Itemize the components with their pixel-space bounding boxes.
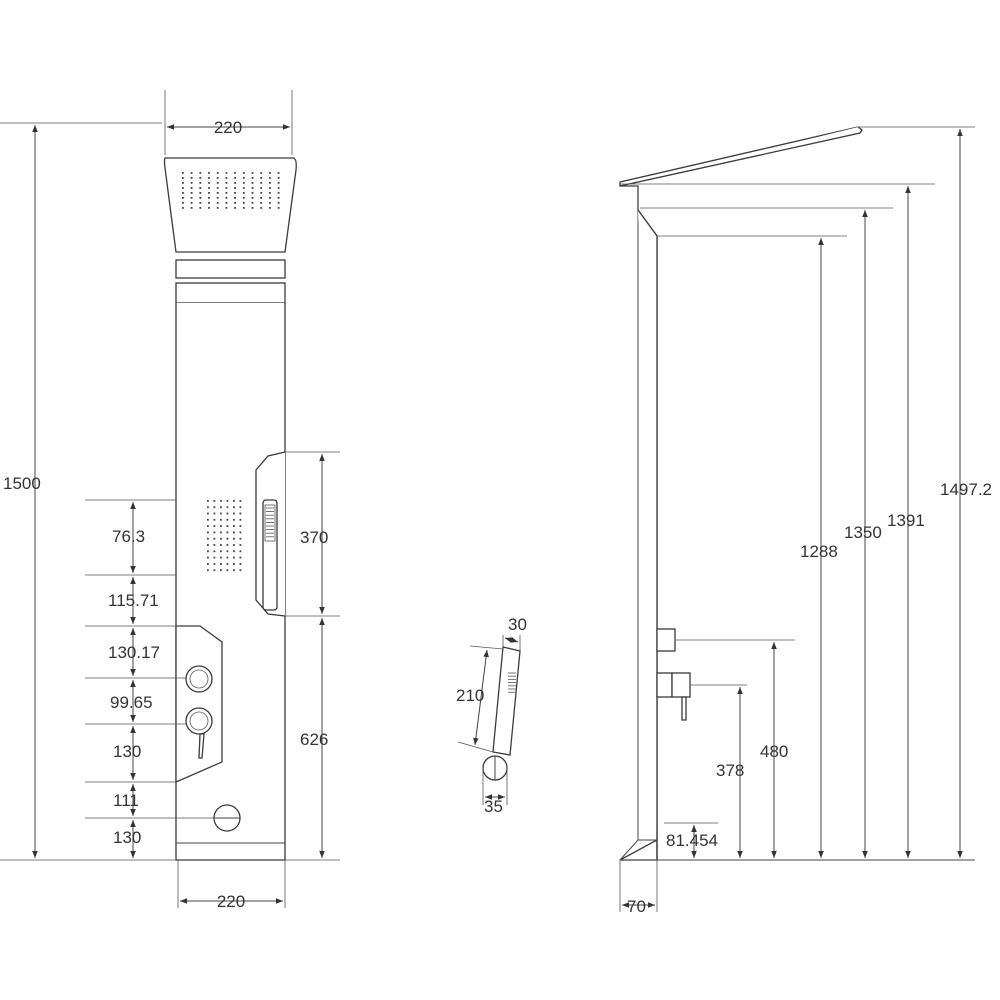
mixer-lever-side — [681, 696, 687, 721]
dim-side-81: 81.454 — [666, 831, 718, 850]
dim-stack-3: 130.17 — [108, 643, 160, 662]
hand-shower-handle — [492, 646, 521, 756]
front-view: 220 220 1500 76.3 115.71 130.17 99.65 13… — [0, 90, 340, 911]
mixer-valve — [656, 672, 673, 698]
collar-band-lower — [175, 282, 286, 304]
dim-stack-5: 130 — [113, 742, 141, 761]
dim-hand-length: 210 — [456, 686, 484, 705]
diverter-valve — [656, 628, 676, 652]
dim-top-width: 220 — [214, 118, 242, 137]
shower-head — [163, 157, 297, 253]
dim-right-lower: 626 — [300, 730, 328, 749]
dim-side-1391: 1391 — [887, 511, 925, 530]
dim-hand-base: 35 — [484, 797, 503, 816]
dim-right-upper: 370 — [300, 528, 328, 547]
dim-total-height: 1500 — [3, 474, 41, 493]
dim-bottom-width: 220 — [217, 892, 245, 911]
dim-side-1350: 1350 — [844, 523, 882, 542]
dim-stack-4: 99.65 — [110, 693, 153, 712]
shower-head-nozzles — [182, 172, 280, 209]
control-plate — [175, 625, 223, 783]
dim-stack-2: 115.71 — [108, 591, 159, 610]
side-view: 1497.2 1391 1350 1288 480 378 81.454 70 — [619, 126, 992, 916]
dim-side-1288: 1288 — [800, 542, 838, 561]
body-jet-nozzles — [207, 500, 242, 572]
dim-hand-width: 30 — [508, 615, 527, 634]
collar-band-upper — [175, 259, 286, 279]
dim-stack-1: 76.3 — [112, 527, 145, 546]
hand-shower-detail: 30 210 35 — [456, 615, 527, 816]
dim-side-480: 480 — [760, 742, 788, 761]
dim-stack-6: 111 — [113, 791, 139, 810]
mixer-lever — [198, 733, 205, 759]
dim-side-depth: 70 — [627, 897, 646, 916]
hand-shower — [262, 499, 278, 611]
dim-stack-7: 130 — [113, 828, 141, 847]
hand-shower-grip — [266, 507, 274, 538]
dim-side-1497: 1497.2 — [940, 480, 992, 499]
dim-side-378: 378 — [716, 761, 744, 780]
